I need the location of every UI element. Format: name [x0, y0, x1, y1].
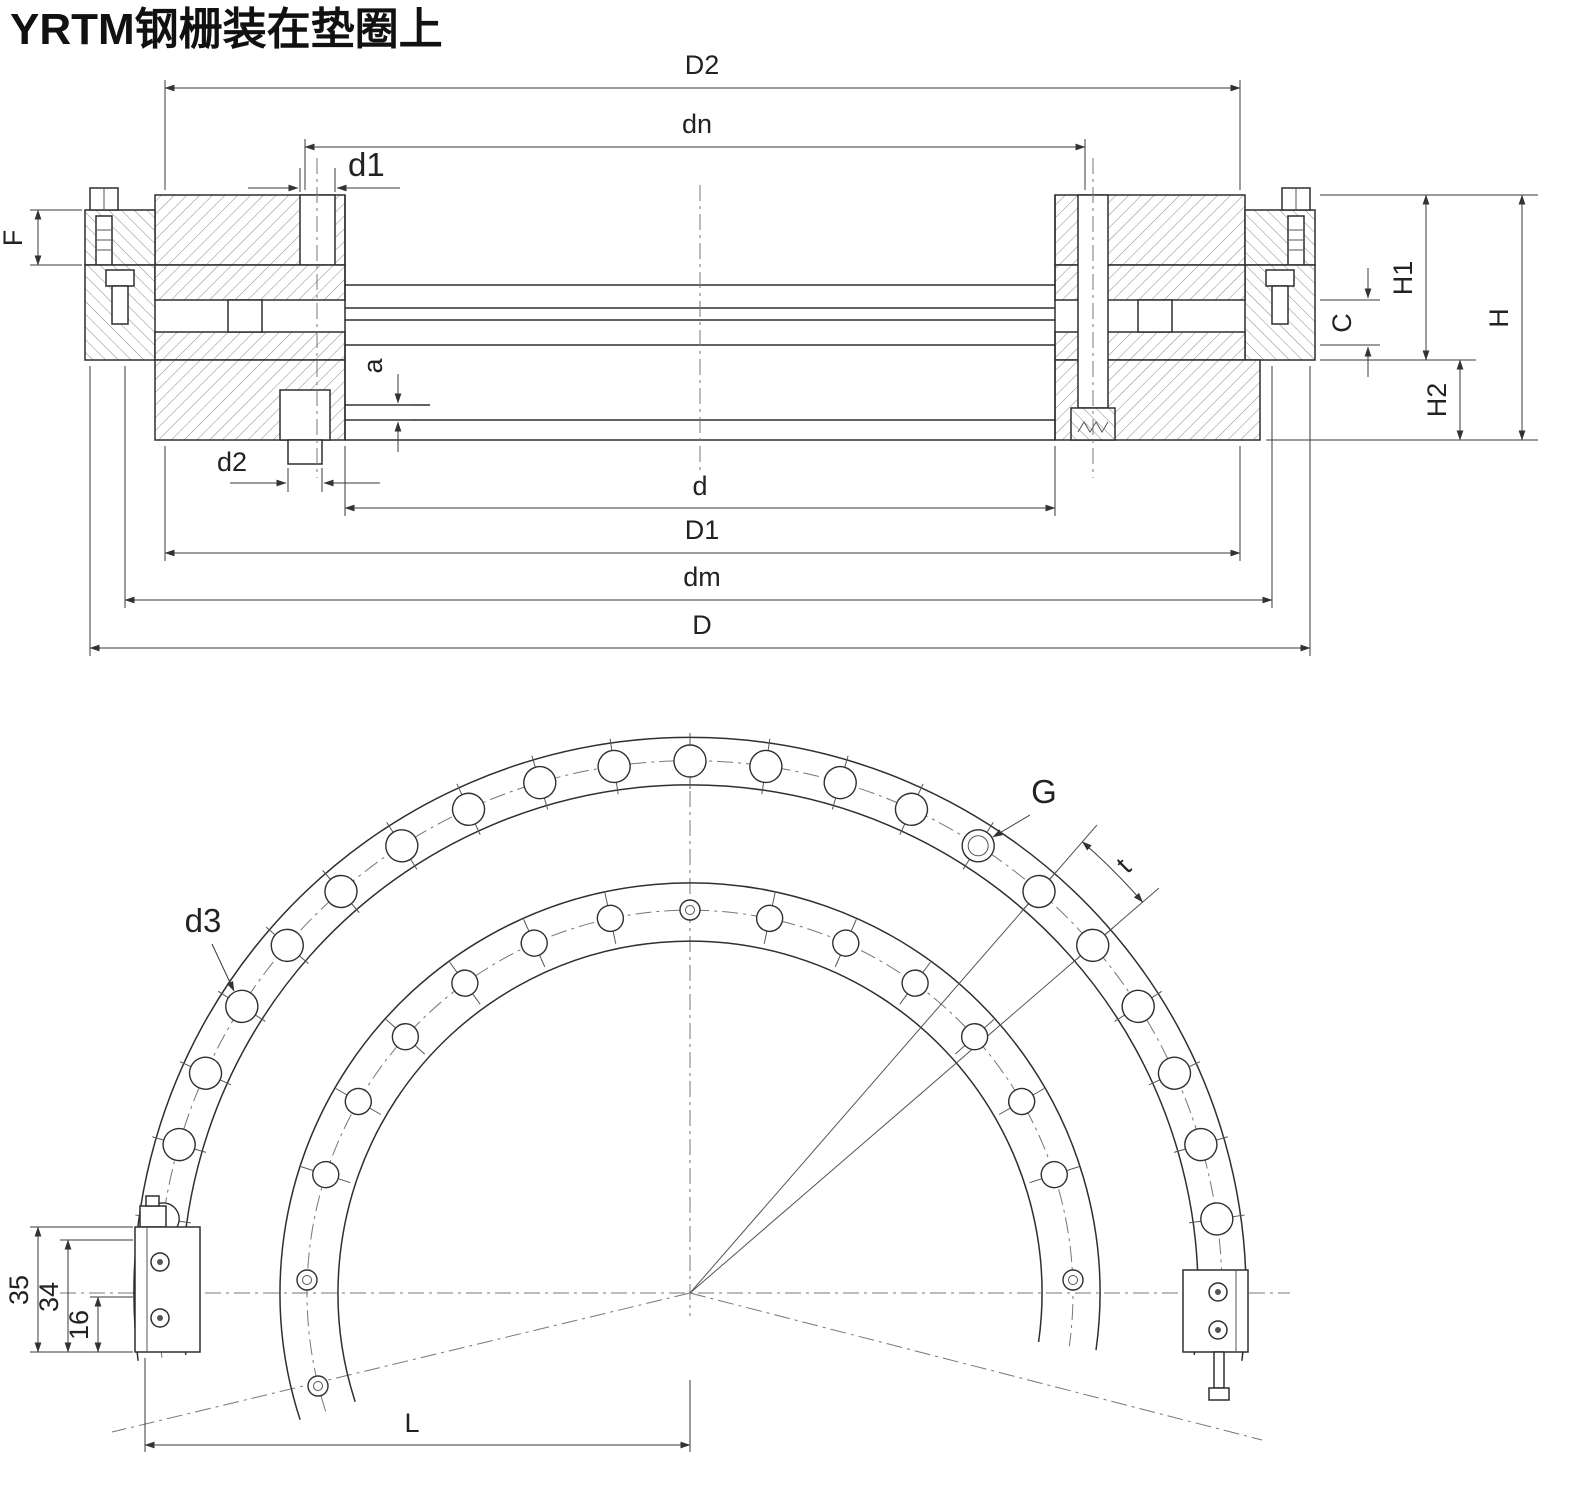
bolt-hole-d2-left [279, 389, 331, 441]
plug-hole-lower-left [307, 1375, 329, 1397]
g-leader-line [992, 814, 1031, 838]
plan-dimensions: G t d3 L 35 34 16 [4, 773, 1144, 1452]
sensor-screw-left [111, 285, 129, 325]
dim-arc-t [1081, 841, 1144, 903]
dim-label-L: L [404, 1408, 419, 1438]
dim-label-dn: dn [682, 109, 712, 139]
plug-hole-top [679, 899, 701, 921]
dim-label-t: t [1110, 852, 1137, 879]
inner-band-outer-arc [279, 882, 1101, 1420]
dim-label-D1: D1 [685, 515, 720, 545]
dim-label-d1: d1 [348, 146, 385, 183]
left-assembly [84, 158, 346, 478]
plug-hole-right [1062, 1269, 1084, 1291]
d3-leader-line [211, 943, 235, 992]
dim-label-H2: H2 [1422, 383, 1452, 418]
plan-view: G t d3 L 35 34 16 [4, 732, 1290, 1452]
measuring-head-right [1182, 1269, 1249, 1401]
dim-label-D2: D2 [685, 50, 720, 80]
dim-label-d2: d2 [217, 447, 247, 477]
dim-label-d3: d3 [185, 902, 222, 939]
dim-label-D: D [692, 610, 712, 640]
sensor-screw-head-left [105, 269, 135, 287]
g-thread-hole-inner-circle [967, 835, 989, 857]
inner-bolt-holes [296, 889, 1084, 1397]
page-title: YRTM钢栅装在垫圈上 [10, 5, 443, 54]
plug-hole-left [296, 1269, 318, 1291]
diagonal-centerline-lower-right [689, 1292, 1263, 1441]
raceway-lower-left [154, 331, 346, 361]
inner-bolt-circle [306, 909, 1074, 1412]
dim-label-H1: H1 [1388, 261, 1418, 296]
dim-label-35: 35 [4, 1275, 34, 1305]
dim-label-16: 16 [64, 1310, 94, 1340]
counterbore-d2-left [287, 439, 323, 465]
dim-label-dm: dm [683, 562, 721, 592]
roller-right [1137, 299, 1173, 333]
inner-band-inner-arc [337, 940, 1043, 1403]
plan-centerlines [60, 733, 1290, 1441]
dim-label-C: C [1327, 313, 1357, 333]
dim-label-H: H [1484, 308, 1514, 328]
roller-left [227, 299, 263, 333]
measuring-head-left [134, 1195, 201, 1353]
dim-label-d: d [692, 471, 707, 501]
cross-section-view: D2 dn d1 F a [0, 50, 1538, 656]
right-assembly [1054, 158, 1316, 478]
raceway-upper-left [154, 264, 346, 301]
sensor-screw-head-right [1265, 269, 1295, 287]
dim-label-G: G [1031, 773, 1057, 810]
sensor-screw-right [1271, 285, 1289, 325]
section-dimensions: D2 dn d1 F a [0, 50, 1538, 656]
dim-label-F: F [0, 230, 28, 247]
outer-bolt-holes [132, 732, 1248, 1240]
diagonal-centerline-lower-left [111, 1292, 691, 1433]
dim-label-34: 34 [34, 1282, 64, 1312]
dim-label-a: a [358, 358, 388, 374]
